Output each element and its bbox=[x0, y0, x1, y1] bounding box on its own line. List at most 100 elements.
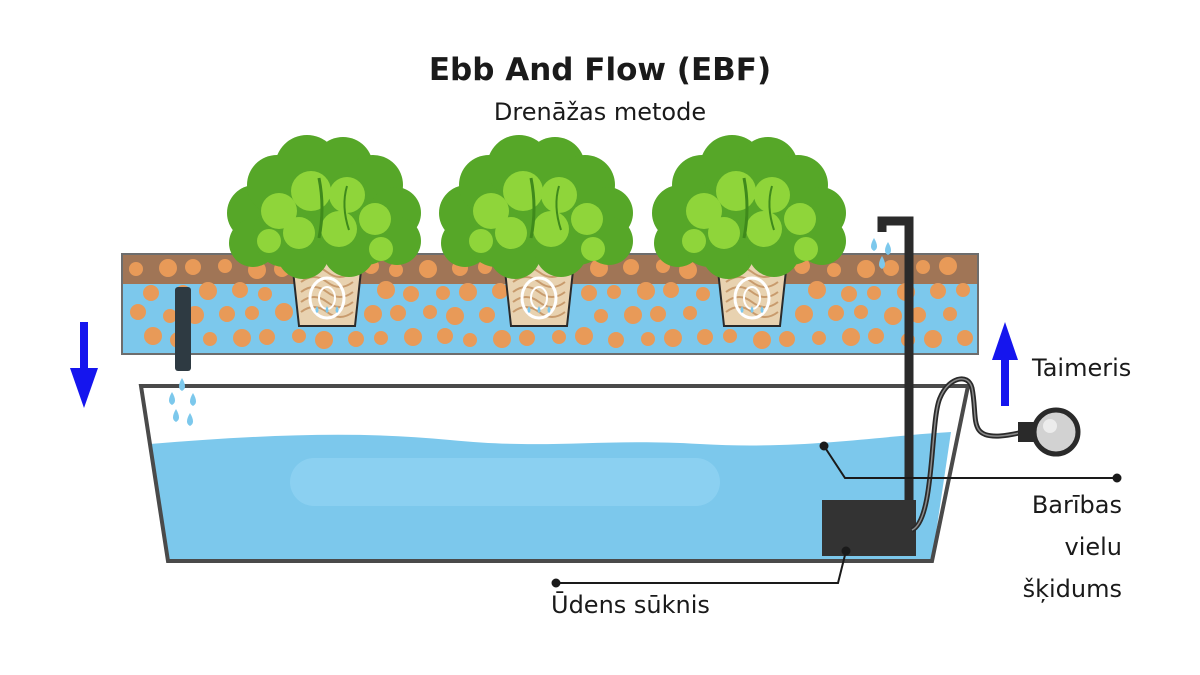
clay-pebble bbox=[607, 285, 621, 299]
clay-pebble bbox=[437, 328, 453, 344]
clay-pebble bbox=[493, 330, 511, 348]
clay-pebble bbox=[185, 259, 201, 275]
clay-pebble bbox=[697, 329, 713, 345]
drain-pipe bbox=[175, 287, 191, 371]
clay-pebble bbox=[143, 285, 159, 301]
water-highlight bbox=[290, 458, 720, 506]
clay-pebble bbox=[868, 328, 884, 344]
clay-pebble bbox=[519, 330, 535, 346]
clay-pebble bbox=[404, 328, 422, 346]
clay-pebble bbox=[232, 282, 248, 298]
clay-pebble bbox=[436, 286, 450, 300]
clay-pebble bbox=[390, 305, 406, 321]
clay-pebble bbox=[779, 331, 795, 347]
clay-pebble bbox=[943, 307, 957, 321]
clay-pebble bbox=[292, 329, 306, 343]
clay-pebble bbox=[403, 286, 419, 302]
nutrient-label-line-1: Barības bbox=[1031, 491, 1122, 519]
diagram-title: Ebb And Flow (EBF) bbox=[428, 52, 772, 88]
lettuce-icon bbox=[227, 135, 421, 279]
feed-drips-icon bbox=[871, 238, 891, 269]
water-pump bbox=[822, 500, 916, 556]
clay-pebble bbox=[163, 309, 177, 323]
arrow-up-icon bbox=[992, 322, 1018, 406]
reservoir-tank bbox=[138, 384, 971, 563]
nutrient-solution-label: Barības vielu šķidums bbox=[990, 484, 1122, 610]
clay-pebble bbox=[218, 259, 232, 273]
clay-pebble bbox=[624, 306, 642, 324]
clay-pebble bbox=[857, 260, 875, 278]
nutrient-label-line-2: vielu bbox=[1064, 533, 1122, 561]
clay-pebble bbox=[423, 305, 437, 319]
clay-pebble bbox=[233, 329, 251, 347]
clay-pebble bbox=[459, 283, 477, 301]
clay-pebble bbox=[641, 332, 655, 346]
clay-pebble bbox=[552, 330, 566, 344]
clay-pebble bbox=[377, 281, 395, 299]
clay-pebble bbox=[696, 287, 710, 301]
clay-pebble bbox=[419, 260, 437, 278]
clay-pebble bbox=[663, 282, 679, 298]
clay-pebble bbox=[594, 309, 608, 323]
clay-pebble bbox=[159, 259, 177, 277]
lettuce-icon bbox=[652, 135, 846, 279]
feed-pipe bbox=[877, 216, 914, 535]
clay-pebble bbox=[199, 282, 217, 300]
clay-pebble bbox=[259, 329, 275, 345]
clay-pebble bbox=[884, 307, 902, 325]
clay-pebble bbox=[939, 257, 957, 275]
clay-pebble bbox=[144, 327, 162, 345]
clay-pebble bbox=[315, 331, 333, 349]
clay-pebble bbox=[446, 307, 464, 325]
clay-pebble bbox=[808, 281, 826, 299]
leader-lines bbox=[551, 441, 1122, 588]
clay-pebble bbox=[883, 260, 899, 276]
clay-pebble bbox=[854, 305, 868, 319]
clay-pebble bbox=[723, 329, 737, 343]
diagram-subtitle: Drenāžas metode bbox=[493, 98, 707, 126]
clay-pebble bbox=[930, 283, 946, 299]
arrow-down-icon bbox=[70, 322, 98, 408]
clay-pebble bbox=[245, 306, 259, 320]
clay-pebble bbox=[795, 305, 813, 323]
water-pump-label: Ūdens sūknis bbox=[551, 591, 710, 619]
clay-pebble bbox=[389, 263, 403, 277]
clay-pebble bbox=[957, 330, 973, 346]
clay-pebble bbox=[841, 286, 857, 302]
timer-plug-icon bbox=[1018, 407, 1081, 457]
lettuce-icon bbox=[439, 135, 633, 279]
clay-pebble bbox=[364, 305, 382, 323]
clay-pebble bbox=[129, 262, 143, 276]
clay-pebble bbox=[348, 331, 364, 347]
clay-pebble bbox=[828, 305, 844, 321]
clay-pebble bbox=[812, 331, 826, 345]
lettuce-plants bbox=[227, 135, 846, 279]
clay-pebble bbox=[956, 283, 970, 297]
clay-pebble bbox=[374, 331, 388, 345]
clay-pebble bbox=[575, 327, 593, 345]
clay-pebble bbox=[275, 303, 293, 321]
clay-pebble bbox=[683, 306, 697, 320]
drain-drips-icon bbox=[169, 378, 196, 426]
clay-pebble bbox=[581, 285, 597, 301]
clay-pebble bbox=[479, 307, 495, 323]
clay-pebble bbox=[608, 332, 624, 348]
clay-pebble bbox=[916, 260, 930, 274]
clay-pebble bbox=[650, 306, 666, 322]
clay-pebble bbox=[130, 304, 146, 320]
clay-pebble bbox=[637, 282, 655, 300]
clay-pebble bbox=[492, 283, 508, 299]
clay-pebble bbox=[827, 263, 841, 277]
clay-pebble bbox=[203, 332, 217, 346]
clay-pebble bbox=[219, 306, 235, 322]
clay-pebble bbox=[753, 331, 771, 349]
clay-pebble bbox=[258, 287, 272, 301]
clay-pebble bbox=[924, 330, 942, 348]
nutrient-label-line-3: šķidums bbox=[1022, 575, 1122, 603]
clay-pebble bbox=[623, 259, 639, 275]
clay-pebble bbox=[842, 328, 860, 346]
timer-label: Taimeris bbox=[1032, 354, 1132, 382]
clay-pebble bbox=[463, 333, 477, 347]
clay-pebble bbox=[910, 307, 926, 323]
